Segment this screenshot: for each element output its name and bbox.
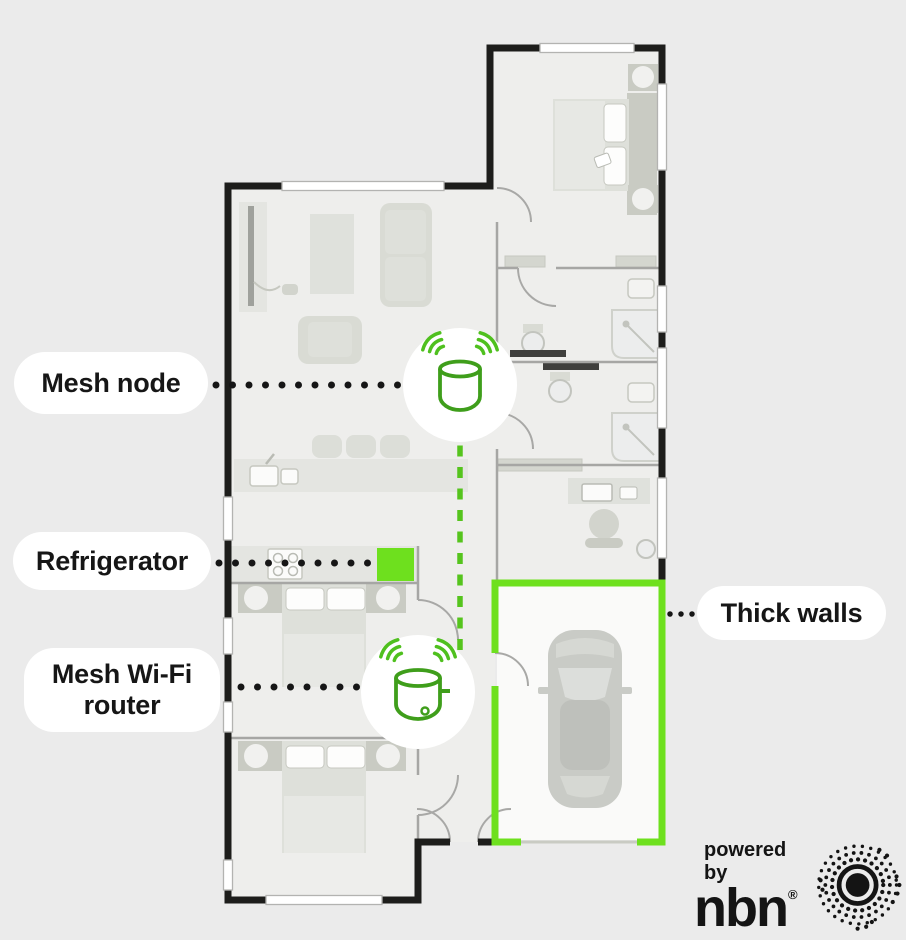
thick-walls-label-text: Thick walls <box>720 597 863 628</box>
refrigerator-label-text: Refrigerator <box>35 545 189 576</box>
bathroom2-fixtures <box>548 372 661 462</box>
powered-by-text: powered by <box>704 839 787 884</box>
lamp <box>376 744 400 768</box>
living-room-furniture <box>239 202 432 364</box>
windows <box>222 42 668 906</box>
mesh-router-label: Mesh Wi-Fi router <box>24 648 220 732</box>
nbn-logo: powered by nbn ® <box>694 836 906 938</box>
lamp <box>376 586 400 610</box>
nbn-brand-text: nbn <box>694 878 789 938</box>
windshield <box>558 668 612 701</box>
mesh-router-label-line1: Mesh Wi-Fi <box>51 659 193 689</box>
game-controller <box>282 284 298 295</box>
vanity <box>543 363 599 370</box>
wifi-waves-icon <box>421 331 499 356</box>
office-chair <box>589 509 619 539</box>
thick-walls-garage <box>491 579 666 846</box>
registered-mark: ® <box>787 887 798 902</box>
faucet <box>265 453 275 465</box>
lamp <box>632 188 654 210</box>
mesh-router-icon <box>361 635 475 749</box>
mesh-node-label-text: Mesh node <box>41 367 181 398</box>
sink <box>249 465 279 487</box>
lamp <box>244 744 268 768</box>
mirror <box>621 687 632 694</box>
toilet <box>548 379 572 403</box>
tv <box>248 206 254 306</box>
wing-bedroom-furniture <box>553 64 658 215</box>
stool <box>380 435 410 458</box>
closet <box>504 255 546 268</box>
study-furniture <box>497 458 656 559</box>
stool <box>346 435 376 458</box>
emblem-scatter-dots <box>818 847 902 931</box>
wifi-waves-icon <box>379 638 457 663</box>
vanity <box>510 350 566 357</box>
bedroom2-furniture <box>238 741 406 853</box>
leader-dots <box>212 381 696 691</box>
mesh-router-label-line2: router <box>83 690 161 720</box>
closet <box>615 255 657 268</box>
refrigerator-highlight <box>377 548 414 581</box>
router-led <box>420 706 430 716</box>
node-cylinder <box>438 369 482 412</box>
nbn-wordmark: powered by nbn ® <box>694 839 809 938</box>
door-arcs <box>416 187 557 843</box>
bedroom1-furniture <box>238 583 406 687</box>
car <box>538 630 632 808</box>
monitor <box>581 483 613 502</box>
bathroom1-fixtures <box>510 278 661 370</box>
stool <box>312 435 342 458</box>
mesh-node-label: Mesh node <box>14 352 208 414</box>
basin <box>627 278 655 299</box>
lamp <box>244 586 268 610</box>
coffee-table <box>310 214 354 294</box>
nbn-emblem-icon <box>816 844 902 931</box>
thick-walls-label: Thick walls <box>697 586 886 640</box>
basin <box>627 382 655 403</box>
mirror <box>538 687 549 694</box>
mesh-node-icon <box>403 328 517 442</box>
refrigerator-label: Refrigerator <box>13 532 211 590</box>
lamp <box>632 66 654 88</box>
car-roof <box>560 700 610 770</box>
